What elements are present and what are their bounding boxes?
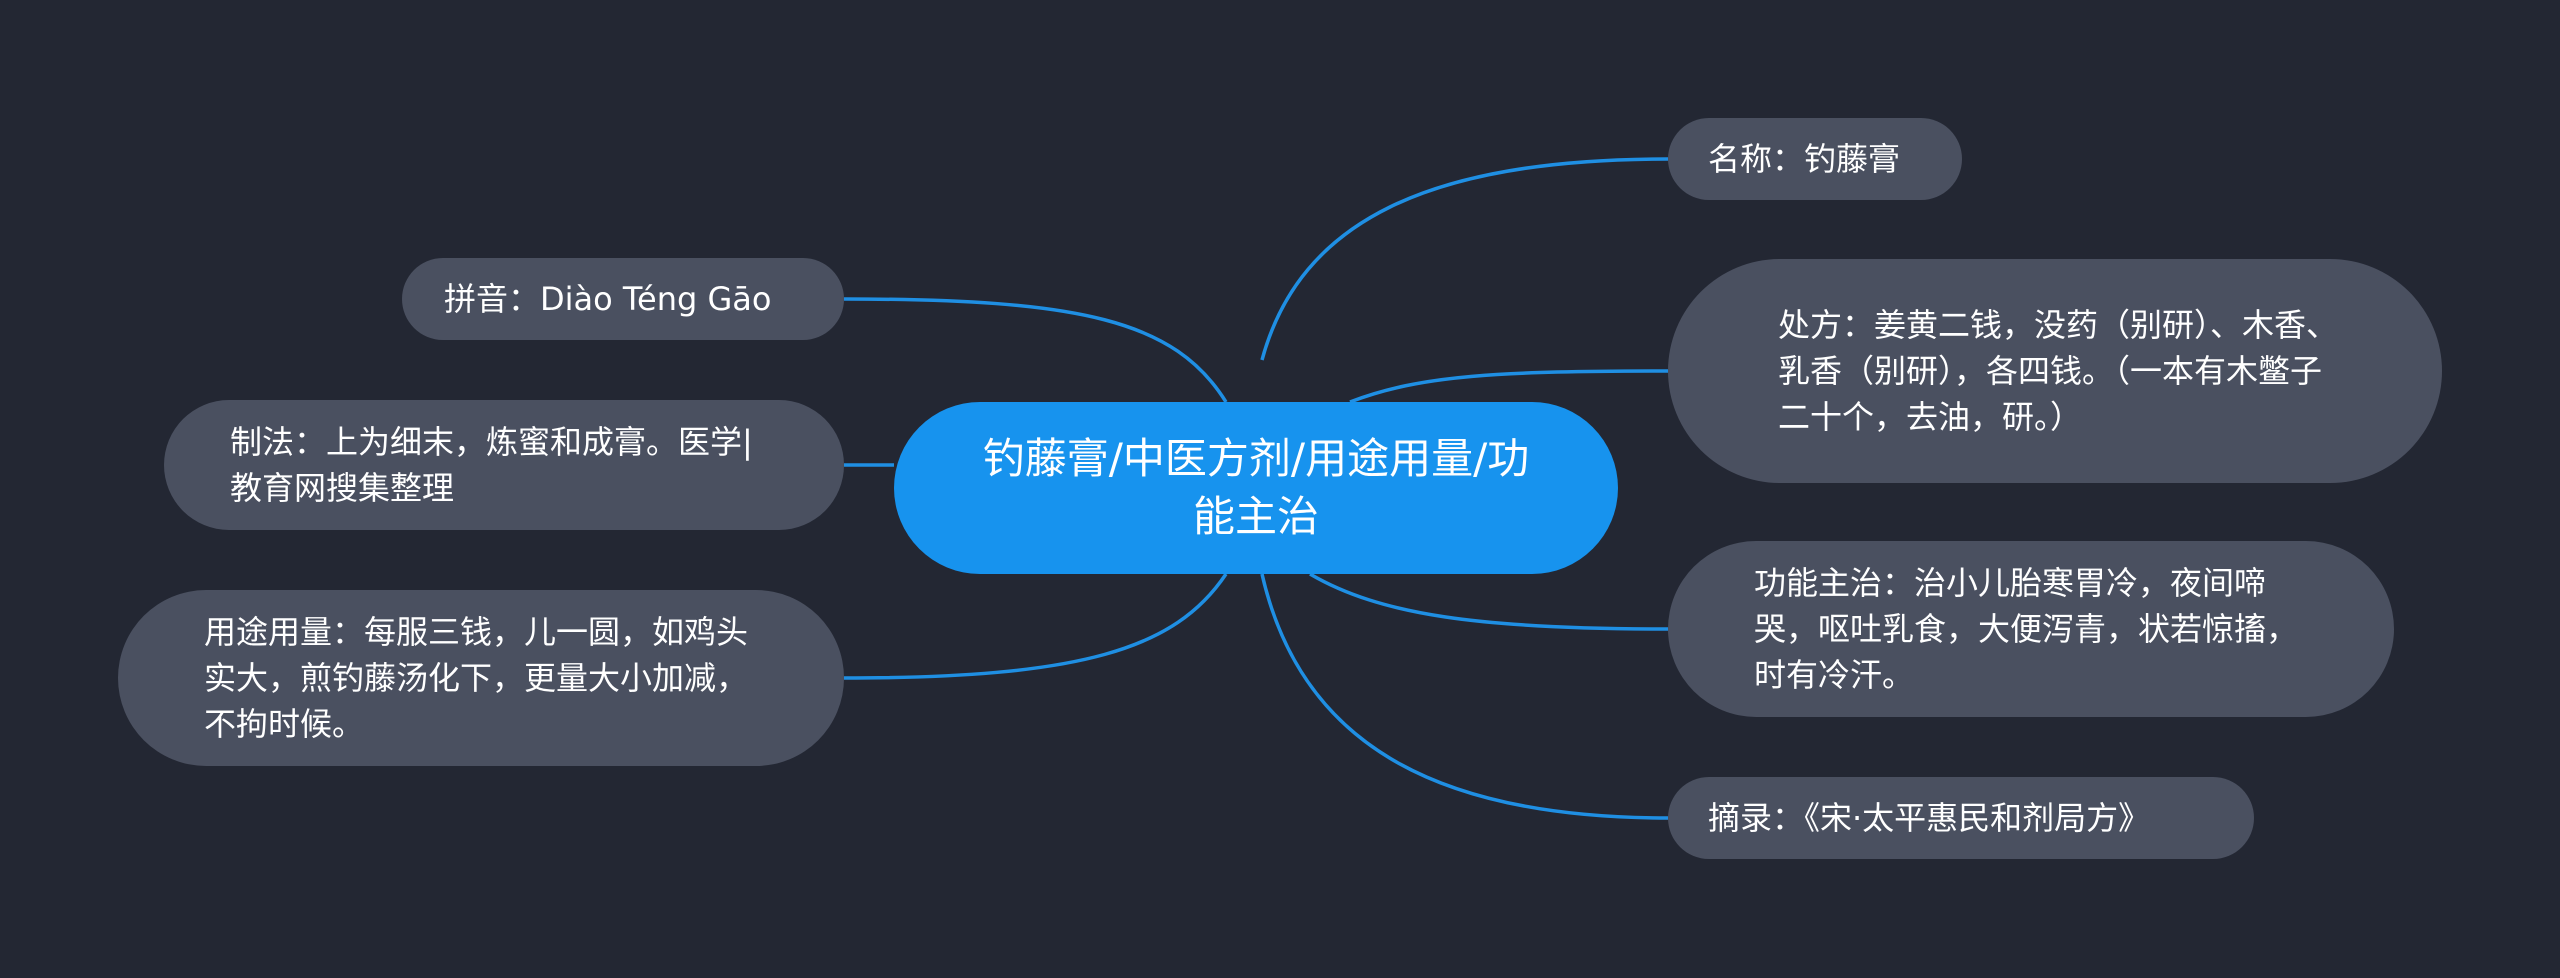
node-function-indication[interactable]: 功能主治：治小儿胎寒胃冷，夜间啼哭，呕吐乳食，大便泻青，状若惊搐，时有冷汗。 <box>1668 541 2394 717</box>
node-recipe-label: 处方：姜黄二钱，没药（别研）、木香、乳香（别研），各四钱。（一本有木鳖子二十个，… <box>1778 306 2339 436</box>
link-pinyin <box>843 297 1228 403</box>
link-usage <box>843 573 1228 680</box>
link-recipe <box>1349 369 1669 404</box>
node-function-indication-label: 功能主治：治小儿胎寒胃冷，夜间啼哭，呕吐乳食，大便泻青，状若惊搐，时有冷汗。 <box>1754 564 2299 694</box>
node-usage-dosage-label: 用途用量：每服三钱，儿一圆，如鸡头实大，煎钓藤汤化下，更量大小加减，不拘时候。 <box>204 613 749 743</box>
node-recipe[interactable]: 处方：姜黄二钱，没药（别研）、木香、乳香（别研），各四钱。（一本有木鳖子二十个，… <box>1668 259 2442 483</box>
link-name <box>1260 157 1669 361</box>
node-pinyin[interactable]: 拼音：Diào Téng Gāo <box>402 258 844 340</box>
node-preparation-method[interactable]: 制法：上为细末，炼蜜和成膏。医学|教育网搜集整理 <box>164 400 844 530</box>
root-topic-label: 钓藤膏/中医方剂/用途用量/功能主治 <box>982 434 1530 541</box>
node-source-label: 摘录：《宋·太平惠民和剂局方》 <box>1708 799 2151 837</box>
node-preparation-method-label: 制法：上为细末，炼蜜和成膏。医学|教育网搜集整理 <box>230 423 753 507</box>
node-usage-dosage[interactable]: 用途用量：每服三钱，儿一圆，如鸡头实大，煎钓藤汤化下，更量大小加减，不拘时候。 <box>118 590 844 766</box>
link-source <box>1260 573 1669 820</box>
root-topic[interactable]: 钓藤膏/中医方剂/用途用量/功能主治 <box>894 402 1618 574</box>
node-name-label: 名称：钓藤膏 <box>1708 140 1901 178</box>
node-pinyin-label: 拼音：Diào Téng Gāo <box>444 280 772 318</box>
node-name[interactable]: 名称：钓藤膏 <box>1668 118 1962 200</box>
node-source[interactable]: 摘录：《宋·太平惠民和剂局方》 <box>1668 777 2254 859</box>
link-func <box>1309 572 1669 631</box>
